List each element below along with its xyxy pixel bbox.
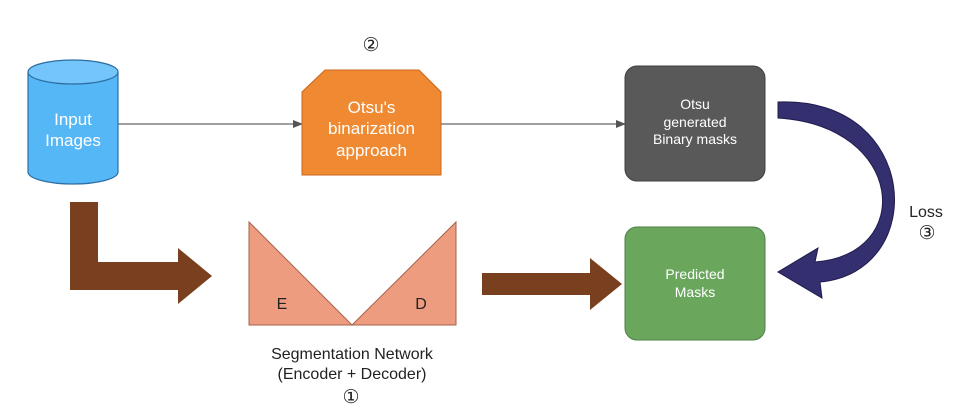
encoder-triangle xyxy=(248,220,354,326)
loss-curved-arrow xyxy=(777,101,895,299)
encoder-label: E xyxy=(276,296,288,313)
otsu-binarization-label: Otsu's binarization approach xyxy=(328,98,415,160)
decoder-triangle xyxy=(350,220,457,326)
predicted-masks-label: Predicted Masks xyxy=(665,266,725,300)
step-1-marker: ① xyxy=(342,387,360,408)
binary-masks-box xyxy=(624,65,766,182)
step-2-marker: ② xyxy=(362,35,380,56)
segmentation-network-caption: Segmentation Network (Encoder + Decoder) xyxy=(271,346,433,383)
input-images-cylinder xyxy=(27,59,119,185)
otsu-binarization-box xyxy=(301,69,442,176)
loss-label: Loss xyxy=(909,204,943,221)
binary-masks-label: Otsu generated Binary masks xyxy=(652,96,738,147)
segmentation-network xyxy=(248,220,457,326)
arrow-network-to-predicted xyxy=(482,258,622,310)
input-images-label: Input Images xyxy=(45,110,101,151)
decoder-label: D xyxy=(415,296,427,313)
step-3-marker: ③ xyxy=(918,223,936,244)
predicted-masks-box xyxy=(624,226,766,341)
arrow-input-to-network xyxy=(70,202,212,304)
